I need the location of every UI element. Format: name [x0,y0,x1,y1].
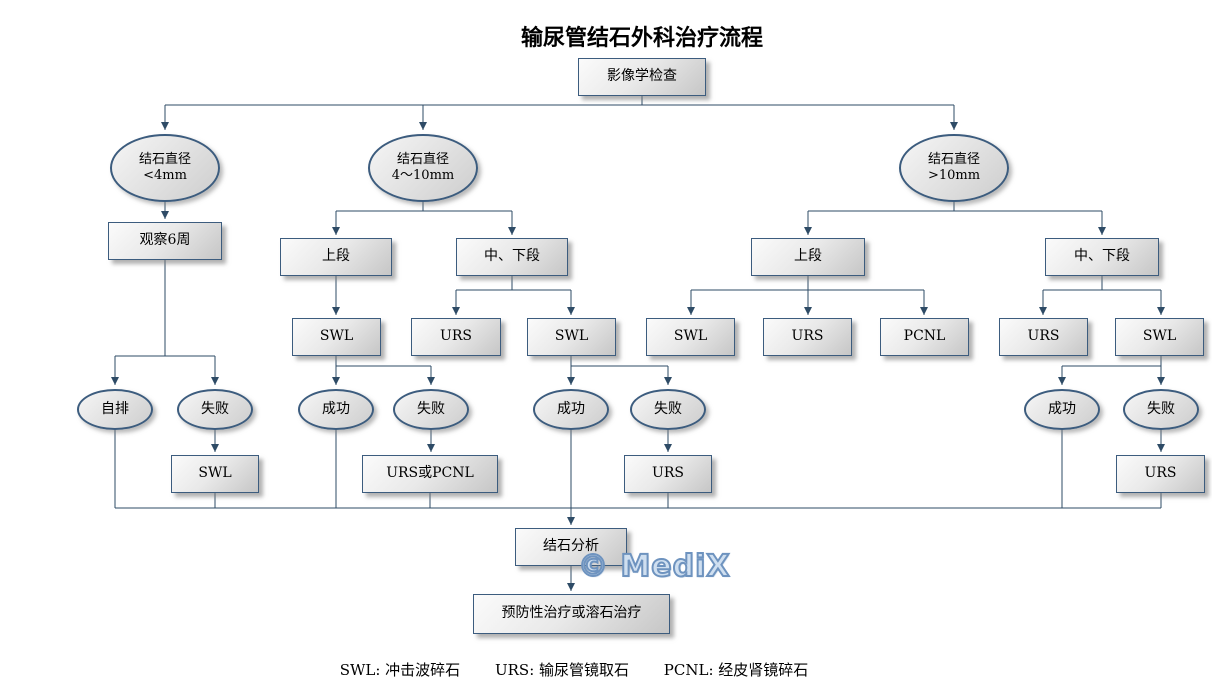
node-diameter-over-10mm: 结石直径 >10mm [899,134,1009,202]
node-swl-mid-upper: SWL [292,318,381,356]
node-mid-lower-segment-mid: 中、下段 [456,238,568,276]
node-mid-lower-segment-right: 中、下段 [1045,238,1159,276]
node-diameter-4-10mm-line2: 4～10mm [391,168,455,183]
node-diameter-under-4mm-line1: 结石直径 [138,151,191,167]
medix-watermark: © MediX [577,548,731,585]
node-urs-right-lower: URS [999,318,1088,356]
node-success-right: 成功 [1024,389,1100,430]
node-fail-left: 失败 [177,389,253,430]
node-diameter-4-10mm-line1: 结石直径 [396,151,449,167]
node-fail-right: 失败 [1123,389,1199,430]
legend-urs: URS: 输尿管镜取石 [494,661,630,679]
node-observe-6-weeks: 观察6周 [108,222,222,260]
node-swl-mid-lower: SWL [527,318,616,356]
node-success-mid-2: 成功 [533,389,609,430]
node-urs-or-pcnl: URS或PCNL [362,455,498,493]
node-pcnl-right: PCNL [880,318,969,356]
node-urs-mid: URS [411,318,501,356]
node-stone-analysis: 结石分析 [515,528,627,566]
node-urs-mid-2: URS [624,455,712,493]
node-urs-right-upper: URS [763,318,852,356]
node-diameter-over-10mm-line1: 结石直径 [927,151,980,167]
node-imaging-exam: 影像学检查 [578,58,706,96]
abbreviation-legend: SWL: 冲击波碎石 URS: 输尿管镜取石 PCNL: 经皮肾镜碎石 [325,659,824,680]
node-fail-mid-1: 失败 [393,389,469,430]
node-preventive-treatment: 预防性治疗或溶石治疗 [473,594,670,634]
node-fail-mid-2: 失败 [630,389,706,430]
node-success-mid-1: 成功 [298,389,374,430]
node-swl-right-lower: SWL [1115,318,1204,356]
node-swl-right-upper: SWL [646,318,735,356]
page-title: 输尿管结石外科治疗流程 [520,26,764,51]
legend-pcnl: PCNL: 经皮肾镜碎石 [663,661,809,679]
node-swl-left: SWL [171,455,259,493]
node-upper-segment-right: 上段 [751,238,865,276]
node-urs-right-final: URS [1116,455,1205,493]
legend-swl: SWL: 冲击波碎石 [339,661,461,679]
node-upper-segment-mid: 上段 [280,238,392,276]
node-diameter-under-4mm: 结石直径 <4mm [110,134,220,202]
node-diameter-4-10mm: 结石直径 4～10mm [368,134,478,202]
node-diameter-under-4mm-line2: <4mm [143,168,187,183]
node-diameter-over-10mm-line2: >10mm [927,168,981,183]
node-self-passage: 自排 [77,389,153,430]
